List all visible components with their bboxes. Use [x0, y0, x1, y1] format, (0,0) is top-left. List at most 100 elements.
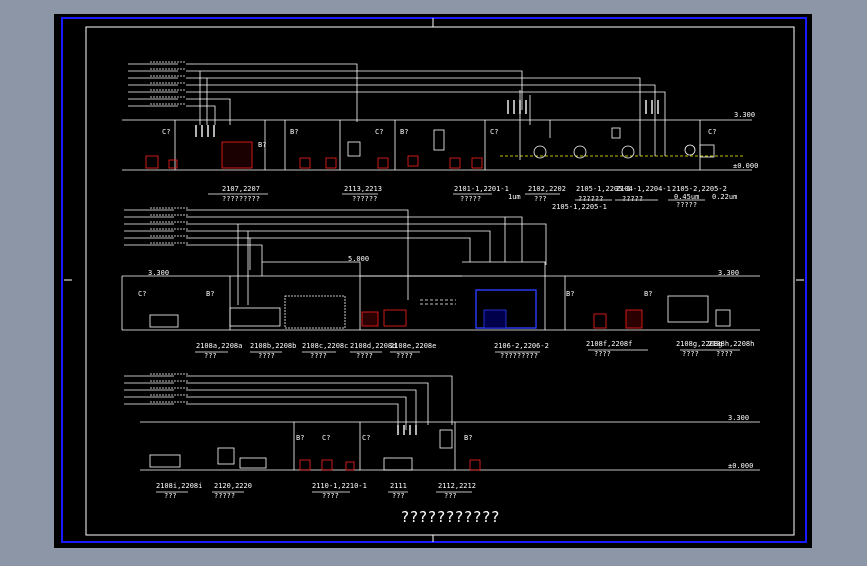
row-1-marker-1: B? [258, 141, 266, 149]
row-1-pump-4 [325, 157, 337, 169]
row-2-pump-red-3 [593, 313, 607, 329]
row-3-group-4-code: 2111 [390, 482, 407, 490]
row-1-vessel-b [433, 129, 445, 151]
row-3-marker-3: C? [362, 434, 370, 442]
row-3-group-3-code: 2110-1,2210-1 [312, 482, 367, 490]
row-2-group-7-name: ???? [594, 350, 611, 358]
outer-frame [61, 17, 807, 543]
row-2-box-right [715, 309, 731, 327]
row-2-group-2-name: ???? [258, 352, 275, 360]
row-1-filter-2 [573, 145, 587, 159]
row-2-group-6-code: 2106-2,2206-2 [494, 342, 549, 350]
row-2-level-right: 3.300 [718, 269, 739, 277]
row-3-table [149, 454, 181, 468]
row-2-group-3-code: 2108c,2208c [302, 342, 348, 350]
row-2-group-5-name: ???? [396, 352, 413, 360]
drawing-title: ??????????? [400, 508, 499, 526]
row-2-group-7-code: 2108f,2208f [586, 340, 632, 348]
row-2-pump-red-2 [383, 309, 407, 327]
row-1-pump-5 [377, 157, 389, 169]
row-1-group-7-name: ????? [676, 201, 697, 209]
row-1-note-1: 1um [508, 193, 521, 201]
row-2-group-4-code: 2108d,2208d [350, 342, 396, 350]
row-1-note-4: 0.22um [712, 193, 737, 201]
row-2-group-4-name: ???? [356, 352, 373, 360]
row-1-group-5-code: 2105-1,2205-1 [576, 185, 631, 193]
row-2-marker-3: B? [644, 290, 652, 298]
row-2-group-1-name: ??? [204, 352, 217, 360]
row-3-machine [383, 457, 413, 471]
row-1-valve-box-1 [611, 127, 621, 139]
row-1-marker-7: C? [708, 128, 716, 136]
row-1-marker-5: B? [400, 128, 408, 136]
row-1-group-1-name: ????????? [222, 195, 260, 203]
drawing-text-layer: 3.300 ±0.000 B? C? B? C? B? C? C? 2107,2… [138, 111, 758, 526]
row-1-marker-3: B? [290, 128, 298, 136]
row-2-group-3-name: ???? [310, 352, 327, 360]
row-2-marker-2: B? [566, 290, 574, 298]
row-3-box-2 [239, 457, 267, 469]
row-1-group-3-code: 2101-1,2201-1 [454, 185, 509, 193]
inner-frame [85, 26, 795, 536]
row-1-note-3: 0.45um [674, 193, 699, 201]
row-1-marker-6: C? [490, 128, 498, 136]
row-2-table [149, 314, 179, 328]
row-1-group-2-name: ?????? [352, 195, 377, 203]
row-1-group-1-code: 2107,2207 [222, 185, 260, 193]
row-2-blue-pump [483, 309, 507, 329]
row-2-level-left: 3.300 [148, 269, 169, 277]
row-1-group-3-name: ????? [460, 195, 481, 203]
row-1-marker-4: C? [375, 128, 383, 136]
row-2-group-8-code: 2108g,2208g [676, 340, 722, 348]
row-3-group-5-code: 2112,2212 [438, 482, 476, 490]
row-1-group-2-code: 2113,2213 [344, 185, 382, 193]
row-3-marker-1: B? [296, 434, 304, 442]
row-1-group-4-code: 2102,2202 [528, 185, 566, 193]
row-2-marker-4: C? [138, 290, 146, 298]
row-3-box-1 [217, 447, 235, 465]
row-3-group-2-name: ????? [214, 492, 235, 500]
row-3-pipe-labels [124, 373, 188, 405]
row-1-process [122, 61, 752, 201]
row-3-group-2-code: 2120,2220 [214, 482, 252, 490]
row-3-group-3-name: ???? [322, 492, 339, 500]
row-3-process [124, 373, 760, 493]
row-2-machine-a [229, 307, 281, 327]
row-2-pump-red-1 [361, 311, 379, 327]
row-3-pump-1 [299, 459, 311, 471]
row-2-group-6-name: ????????? [500, 352, 538, 360]
row-2-group-9-name: ???? [716, 350, 733, 358]
row-1-filter-3 [621, 145, 635, 159]
row-1-tank-red [221, 141, 253, 169]
row-3-pump-4 [469, 459, 481, 471]
row-3-pump-3 [345, 461, 355, 471]
row-1-marker-2: C? [162, 128, 170, 136]
row-2-level-mid: 5.000 [348, 255, 369, 263]
row-2-group-1-code: 2108a,2208a [196, 342, 242, 350]
row-1-pump-7 [449, 157, 461, 169]
row-2-group-8-name: ???? [682, 350, 699, 358]
drawing-paper [54, 14, 812, 548]
row-2-pump-red-4 [625, 309, 643, 329]
row-1-pipe-labels [128, 61, 186, 107]
row-1-group-6-code: 2104-1,2204-1 [616, 185, 671, 193]
row-2-pipe-labels [124, 207, 188, 246]
row-1-pump-8 [471, 157, 483, 169]
row-1-group-5-name: ?????? [578, 195, 603, 203]
row-3-group-5-name: ??? [444, 492, 457, 500]
row-1-pump-3 [299, 157, 311, 169]
row-2-machine-block [284, 295, 346, 329]
row-3-group-1-name: ??? [164, 492, 177, 500]
row-2-group-2-code: 2108b,2208b [250, 342, 296, 350]
row-3-level-right: 3.300 [728, 414, 749, 422]
row-3-level-right-bottom: ±0.000 [728, 462, 753, 470]
row-3-marker-2: C? [322, 434, 330, 442]
row-1-pump-6 [407, 155, 419, 167]
row-3-group-4-name: ??? [392, 492, 405, 500]
row-1-level-right: 3.300 [734, 111, 755, 119]
row-2-process [121, 207, 760, 353]
row-1-level-right-bottom: ±0.000 [733, 162, 758, 170]
row-1-group-7-code: 2105-2,2205-2 [672, 185, 727, 193]
row-1-pump-1 [145, 155, 159, 169]
